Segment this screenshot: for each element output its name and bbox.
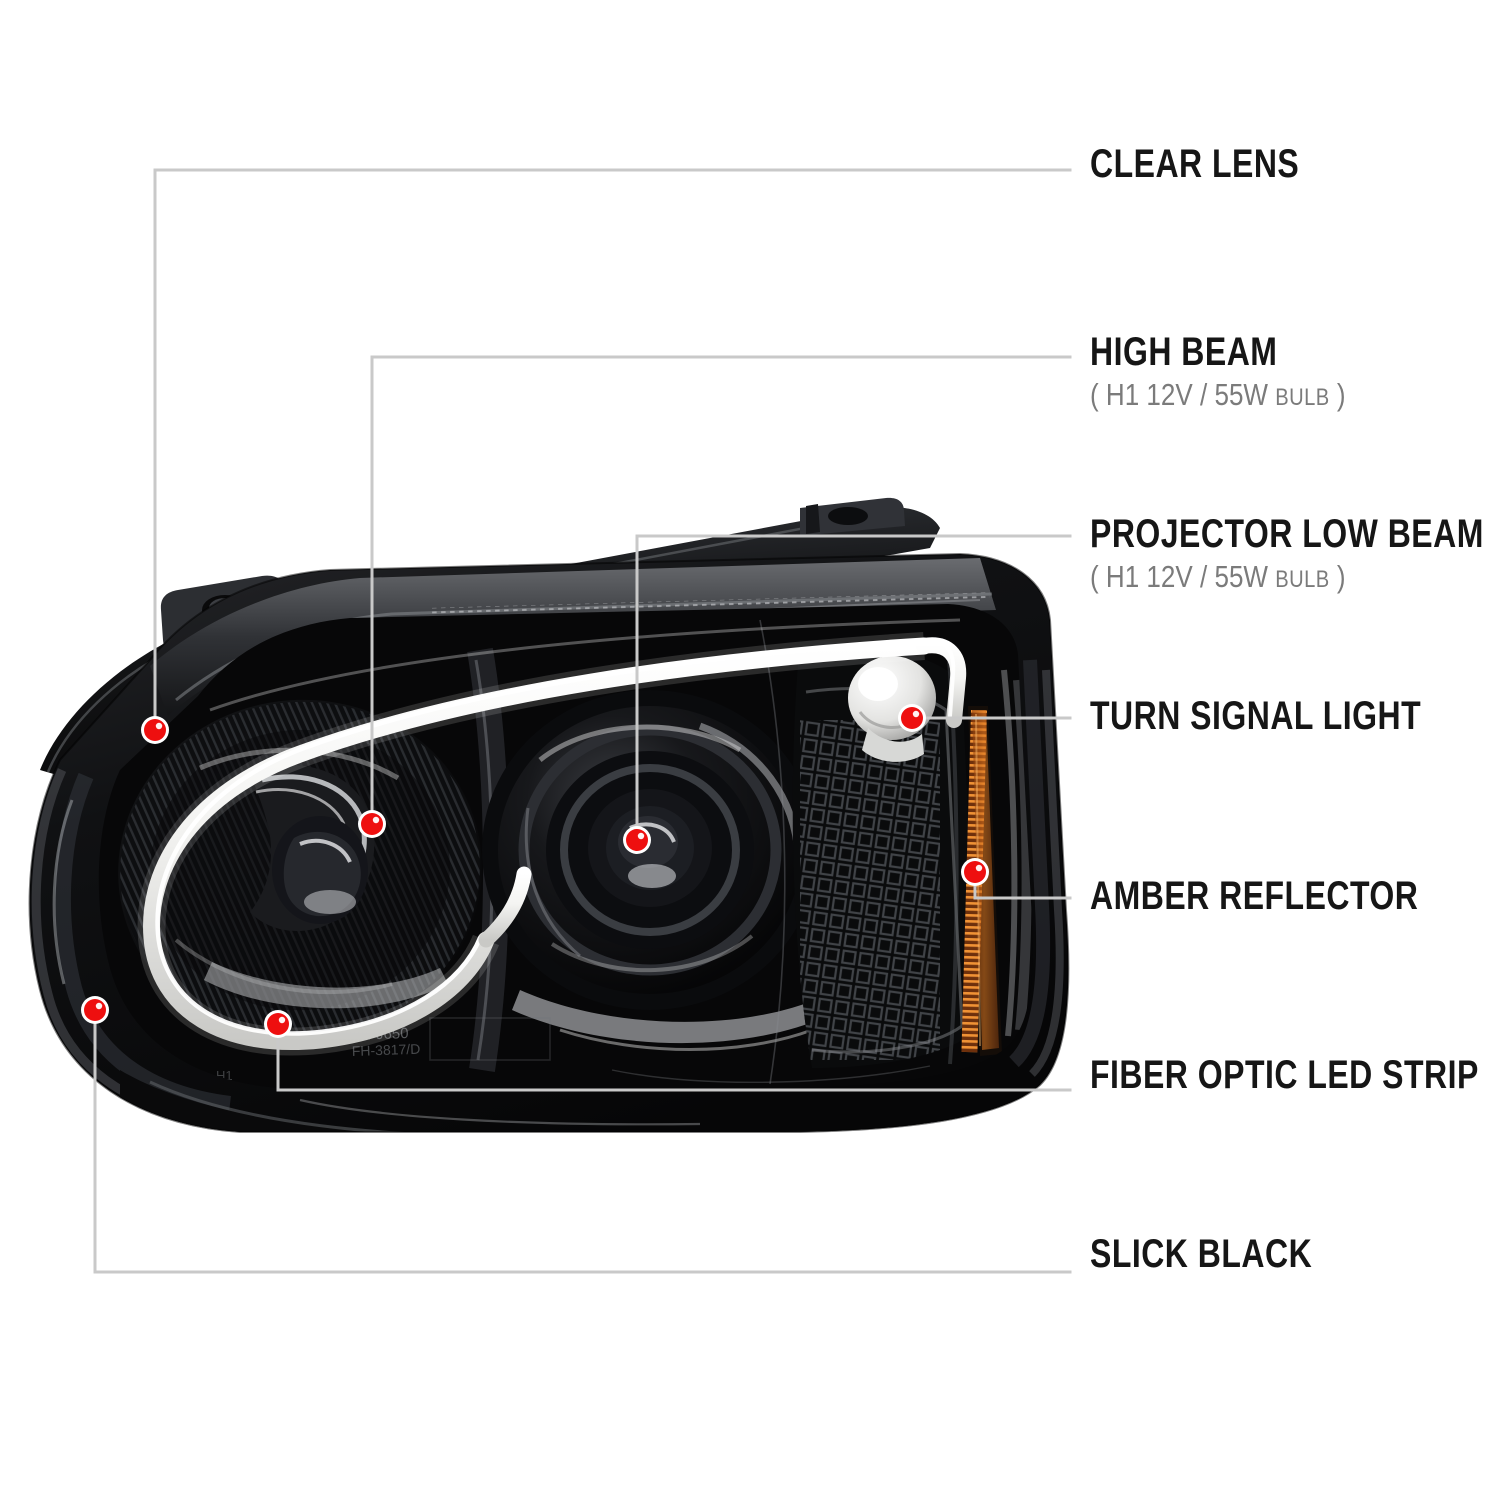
callout-sublabel: ( H1 12V / 55W BULB ) — [1090, 377, 1346, 416]
svg-text:FH-3817/D: FH-3817/D — [352, 1041, 421, 1059]
callout-label-text: HIGH BEAM — [1090, 330, 1278, 374]
callout-dot[interactable] — [141, 716, 169, 744]
fiber-optic-led-strip — [137, 632, 967, 1056]
callout-label-text: AMBER REFLECTOR — [1090, 874, 1419, 918]
callout-label-turn-signal-light[interactable]: TURN SIGNAL LIGHT — [1090, 694, 1500, 738]
sublabel-suffix: ) — [1336, 377, 1346, 412]
callout-dot[interactable] — [81, 996, 109, 1024]
leader-line — [93, 1020, 1072, 1274]
callout-label-clear-lens[interactable]: CLEAR LENS — [1090, 142, 1352, 186]
leader-line — [370, 355, 1072, 814]
callout-dot[interactable] — [898, 704, 926, 732]
callout-dots — [81, 704, 989, 1038]
callout-label-amber-reflector[interactable]: AMBER REFLECTOR — [1090, 874, 1500, 918]
headlight-housing: FH-SU — [28, 497, 1070, 1133]
leader-line — [973, 882, 1072, 900]
leader-line — [276, 1034, 1072, 1092]
callout-dot[interactable] — [358, 810, 386, 838]
sublabel-suffix: ) — [1336, 559, 1346, 594]
callout-label-projector-low-beam[interactable]: PROJECTOR LOW BEAM ( H1 12V / 55W BULB ) — [1090, 512, 1500, 598]
callout-label-text: PROJECTOR LOW BEAM — [1090, 512, 1484, 556]
mounting-tab-right — [800, 497, 905, 536]
callout-label-slick-black[interactable]: SLICK BLACK — [1090, 1232, 1368, 1276]
callout-label-text: FIBER OPTIC LED STRIP — [1090, 1053, 1479, 1097]
sublabel-prefix: ( H1 12V / 55W — [1090, 377, 1269, 412]
callout-label-text: TURN SIGNAL LIGHT — [1090, 694, 1422, 738]
sublabel-bulb: BULB — [1275, 566, 1330, 593]
leader-line — [635, 534, 1072, 830]
headlight-assembly-image: FH-SU — [28, 497, 1070, 1133]
sublabel-bulb: BULB — [1275, 384, 1330, 411]
projector-low-beam-lens — [482, 690, 818, 1010]
callout-sublabel: ( H1 12V / 55W BULB ) — [1090, 559, 1500, 598]
callout-dot[interactable] — [264, 1010, 292, 1038]
sublabel-prefix: ( H1 12V / 55W — [1090, 559, 1269, 594]
callout-label-text: CLEAR LENS — [1090, 142, 1300, 186]
callout-label-high-beam[interactable]: HIGH BEAM ( H1 12V / 55W BULB ) — [1090, 330, 1394, 416]
leader-line — [153, 168, 1072, 720]
callout-label-text: SLICK BLACK — [1090, 1232, 1313, 1276]
callout-label-fiber-optic-led-strip[interactable]: FIBER OPTIC LED STRIP — [1090, 1053, 1500, 1097]
callout-dot[interactable] — [623, 826, 651, 854]
callout-dot[interactable] — [961, 858, 989, 886]
leader-lines — [93, 168, 1072, 1274]
